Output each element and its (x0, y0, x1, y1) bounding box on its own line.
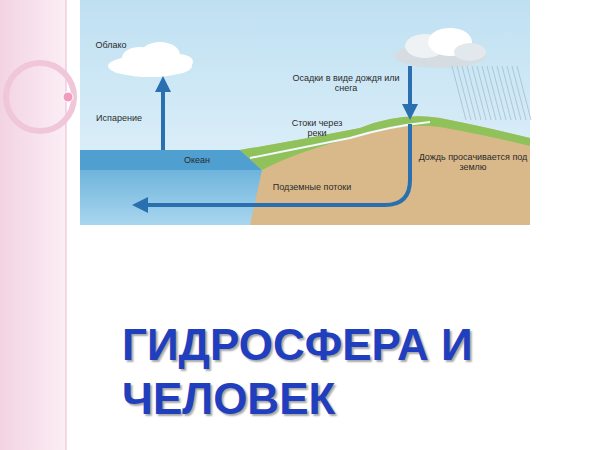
ground (240, 116, 530, 225)
diagram-label: Стоки через реки (282, 118, 352, 138)
diagram-label: Океан (172, 155, 222, 165)
cloud-right (394, 28, 486, 68)
sky (80, 0, 530, 225)
groundwater-arrow (140, 124, 410, 205)
deco-ring (6, 63, 74, 131)
slide-title: ГИДРОСФЕРА И ЧЕЛОВЕК (122, 318, 592, 426)
diagram-label: Дождь просачивается под землю (418, 152, 528, 172)
ocean-surface (80, 150, 262, 170)
diagram-label: Облако (86, 40, 136, 50)
diagram-label: Испарение (84, 113, 154, 123)
deco-dot (63, 92, 73, 102)
rain-lines (452, 66, 531, 120)
diagram-label: Осадки в виде дождя или снега (292, 73, 400, 93)
diagram-label: Подземные потоки (262, 182, 362, 192)
precipitation-arrow (408, 66, 412, 112)
evaporation-arrow (161, 84, 165, 150)
ocean-body (80, 170, 262, 225)
strip-line (66, 0, 67, 450)
